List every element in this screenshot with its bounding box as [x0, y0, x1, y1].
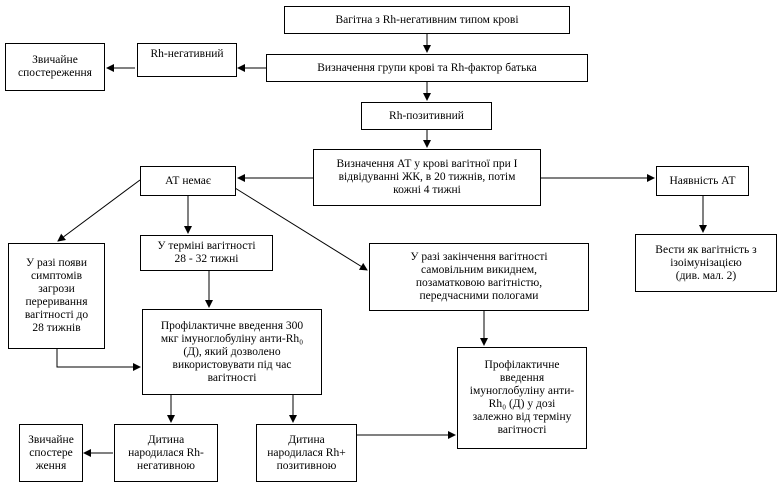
node-father-test: Визначення групи крові та Rh-фактор бать…	[266, 54, 588, 82]
node-prophylaxis-dose-label: Профілактичне введення імуноглобуліну ан…	[469, 359, 575, 436]
node-observe-top: Звичайне спостереження	[5, 43, 105, 91]
node-at-absent-label: АТ немає	[165, 174, 211, 187]
node-prophylaxis-dose: Профілактичне введення імуноглобуліну ан…	[457, 347, 587, 449]
node-at-present: Наявність АТ	[656, 166, 749, 196]
arrow-absent-to-termination	[234, 187, 368, 271]
node-threat: У разі появи симптомів загрози перериван…	[8, 243, 105, 349]
node-isoimmunization: Вести як вагітність з ізоімунізацією (ди…	[635, 234, 777, 292]
node-termination: У разі закінчення вагітності самовільним…	[369, 243, 589, 311]
arrow-absent-to-threat	[57, 179, 141, 242]
node-isoimmunization-label: Вести як вагітність з ізоімунізацією (ди…	[655, 243, 757, 282]
node-observe-bottom-label: Звичайне спостере ження	[28, 433, 74, 472]
node-father-test-label: Визначення групи крові та Rh-фактор бать…	[317, 61, 537, 74]
node-termination-label: У разі закінчення вагітності самовільним…	[410, 251, 548, 302]
node-child-negative-label: Дитина народилася Rh- негативною	[128, 433, 204, 472]
node-term: У терміні вагітності 28 - 32 тижні	[140, 235, 273, 271]
node-child-positive: Дитина народилася Rh+ позитивною	[256, 424, 357, 482]
node-child-negative: Дитина народилася Rh- негативною	[114, 424, 218, 482]
arrow-threat-to-prophylaxis	[56, 349, 141, 371]
node-at-absent: АТ немає	[140, 166, 236, 196]
node-rh-positive: Rh-позитивний	[361, 102, 492, 130]
node-child-positive-label: Дитина народилася Rh+ позитивною	[267, 433, 346, 472]
node-prophylaxis-label: Профілактичне введення 300 мкг імуноглоб…	[160, 319, 304, 384]
node-threat-label: У разі появи симптомів загрози перериван…	[24, 257, 89, 334]
node-rh-positive-label: Rh-позитивний	[389, 109, 464, 122]
node-rh-negative-label: Rh-негативний	[150, 48, 224, 60]
node-term-label: У терміні вагітності 28 - 32 тижні	[157, 240, 256, 265]
node-at-present-label: Наявність АТ	[669, 174, 736, 187]
node-prophylaxis: Профілактичне введення 300 мкг імуноглоб…	[142, 309, 322, 395]
node-observe-top-label: Звичайне спостереження	[18, 54, 92, 79]
node-rh-negative: Rh-негативний	[137, 43, 237, 77]
node-observe-bottom: Звичайне спостере ження	[19, 424, 83, 482]
node-at-test: Визначення АТ у крові вагітної при І від…	[313, 149, 541, 206]
node-start: Вагітна з Rh-негативним типом крові	[284, 6, 570, 34]
node-start-label: Вагітна з Rh-негативним типом крові	[335, 13, 519, 26]
node-at-test-label: Визначення АТ у крові вагітної при І від…	[336, 158, 518, 196]
